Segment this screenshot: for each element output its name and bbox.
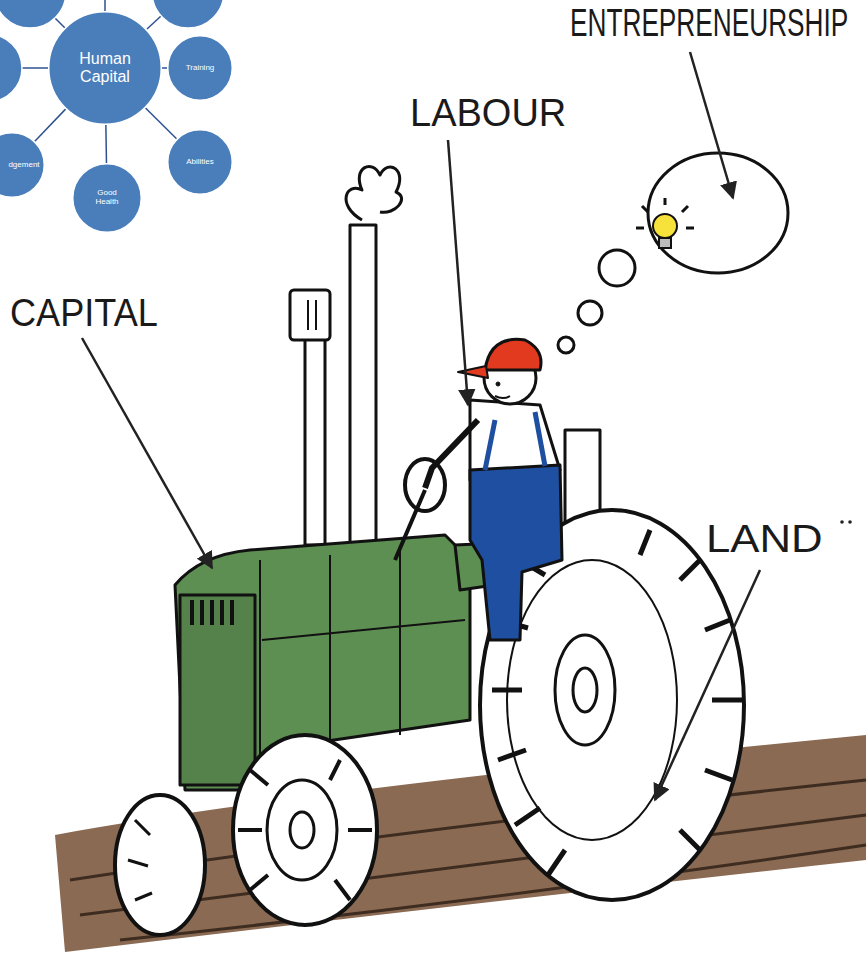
spoke-line [55, 18, 65, 28]
node-label: Human Capital [65, 50, 145, 85]
smoke [346, 166, 402, 220]
wheel-hub [290, 812, 314, 848]
text-holder: Training [167, 35, 233, 101]
soil [55, 735, 866, 952]
empty-circle [0, 0, 66, 28]
node-label: dgement [8, 161, 39, 170]
strap [485, 412, 545, 470]
overalls [470, 465, 562, 640]
front-wheel-far [115, 795, 205, 935]
part-label: LABOUR [410, 94, 566, 132]
circle-shape [0, 133, 44, 198]
spoke-line [147, 16, 161, 29]
text-holder: dgement [0, 132, 57, 198]
spoke-line [146, 108, 177, 139]
mind-map-circle: Abilities [167, 129, 233, 195]
circle-shape [168, 130, 233, 195]
air-intake-cap [290, 290, 330, 340]
mind-map-circle: dgement [0, 132, 45, 198]
bubble [558, 337, 574, 353]
spoke-line [105, 125, 107, 163]
spoke-line [22, 67, 48, 69]
text-holder: Abilities [167, 129, 233, 195]
cap-brim [458, 366, 488, 378]
node-label: Abilities [186, 158, 214, 167]
farmer [425, 339, 562, 640]
air-intake [305, 330, 325, 545]
tread-mark [128, 820, 152, 900]
empty-circle [0, 34, 22, 102]
spoke-line [162, 67, 167, 69]
wheel-hub [573, 668, 597, 712]
text-holder: Good Health [72, 163, 142, 233]
text-holder: Human Capital [48, 11, 162, 125]
wheel-rim [267, 780, 337, 880]
thought-bubble [558, 153, 788, 353]
leader-arrow [82, 338, 212, 568]
part-label: LAND [706, 520, 823, 558]
eye [496, 382, 500, 386]
empty-circle [152, 0, 224, 28]
dot [840, 520, 844, 524]
mind-map-circle: Training [167, 35, 233, 101]
spoke-line [35, 109, 66, 141]
leader-arrow [690, 52, 733, 198]
bubble [578, 301, 602, 325]
grille-slat [192, 600, 232, 625]
wheel-hub [555, 635, 615, 745]
mouth [495, 396, 510, 398]
tread-mark [238, 760, 372, 900]
circle-shape [73, 164, 142, 233]
part-label: CAPITAL [10, 294, 158, 332]
light-bulb [653, 214, 677, 238]
exhaust-stack [350, 225, 376, 550]
cap [485, 339, 541, 370]
front-wheel [233, 735, 377, 925]
mind-map-circle: Good Health [72, 163, 142, 233]
circle-shape [49, 12, 162, 125]
tread-mark [492, 530, 742, 875]
node-label: Training [186, 64, 215, 73]
cap-line [308, 300, 316, 330]
bubble [599, 250, 635, 286]
bulb-base [659, 238, 671, 248]
bulb-ray [636, 198, 694, 228]
node-label: Good Health [90, 189, 124, 207]
leader-arrow [448, 140, 468, 405]
bubble [648, 153, 788, 273]
leader-arrows [82, 52, 760, 800]
soil-band [55, 735, 866, 952]
part-label: ENTREPRENEURSHIP [570, 4, 848, 42]
tractor [115, 166, 744, 935]
spoke-line [104, 0, 106, 11]
wheel-rim [507, 560, 677, 840]
mind-map-circle: Human Capital [48, 11, 162, 125]
leader-arrow [655, 570, 760, 800]
furrow-line [70, 780, 866, 940]
circle-shape [168, 36, 233, 101]
grille [180, 595, 255, 785]
dot [848, 520, 852, 524]
